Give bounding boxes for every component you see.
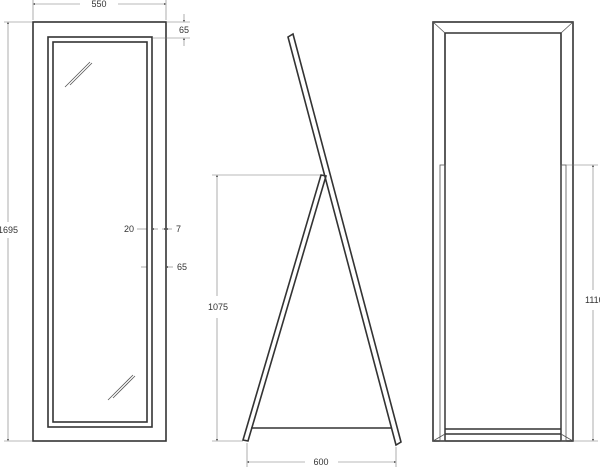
back-outer-frame <box>432 21 574 442</box>
dimension-leg-height: 1110 <box>566 164 600 442</box>
front-outer-frame <box>32 21 167 442</box>
glass-reflection-icon <box>64 61 136 401</box>
mirror-panel-side <box>287 32 402 447</box>
frame-gap-right-label: 7 <box>176 224 181 234</box>
dimension-frame-side: 65 <box>141 262 187 272</box>
mirror-glass <box>52 41 148 423</box>
dimension-frame-gaps: 20 7 <box>124 224 181 234</box>
frame-side-dim-label: 65 <box>177 262 187 272</box>
frame-top-dim-label: 65 <box>179 25 189 35</box>
back-leg-left <box>439 164 446 442</box>
stand-height-dim-label: 1075 <box>208 302 228 312</box>
dimension-stand-height: 1075 <box>208 174 320 442</box>
back-view: 1110 <box>432 21 600 442</box>
back-inner-bevel <box>444 32 562 441</box>
dimension-width: 550 <box>32 0 167 20</box>
width-dim-label: 550 <box>91 0 106 9</box>
front-frame-molding-outer <box>47 36 153 428</box>
support-leg <box>241 174 328 442</box>
frame-gap-left-label: 20 <box>124 224 134 234</box>
side-view: 1075 600 <box>208 32 402 467</box>
front-view: 550 65 1695 20 7 <box>0 0 190 442</box>
height-dim-label: 1695 <box>0 225 18 235</box>
leg-height-dim-label: 1110 <box>585 295 600 305</box>
back-leg-right <box>560 164 567 442</box>
base-depth-dim-label: 600 <box>313 457 328 467</box>
dimension-base-depth: 600 <box>246 443 397 467</box>
dimension-frame-top: 65 <box>152 14 190 46</box>
dimension-height: 1695 <box>0 21 32 442</box>
